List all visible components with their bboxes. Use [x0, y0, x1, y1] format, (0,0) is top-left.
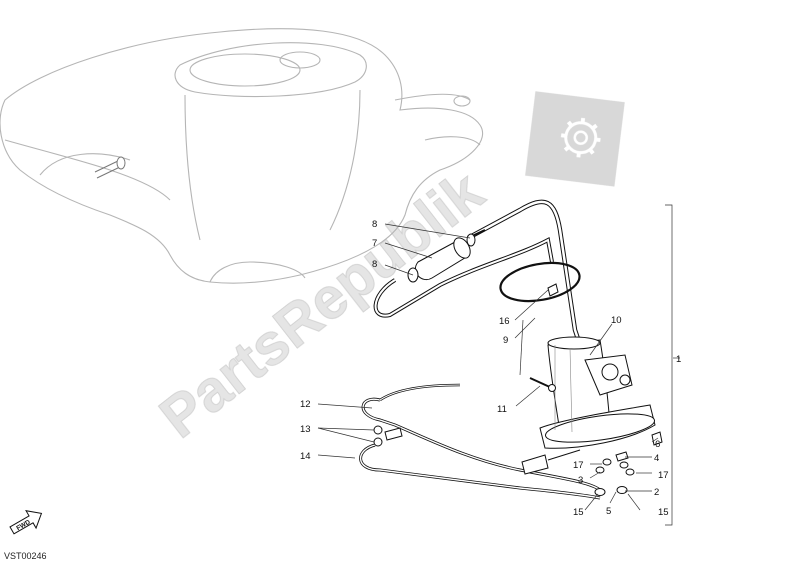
assembly-bracket [665, 204, 673, 526]
leader-lines [317, 223, 680, 511]
callout-labels: 1 2 3 4 5 6 7 8 8 9 10 11 12 13 14 15 15… [300, 219, 681, 518]
callout-6: 6 [655, 439, 660, 450]
callout-3: 3 [578, 475, 583, 486]
callout-5: 5 [606, 506, 611, 517]
gear-icon [525, 91, 625, 187]
callout-8a: 8 [372, 219, 377, 230]
callout-7: 7 [372, 238, 377, 249]
callout-16: 16 [499, 316, 510, 327]
callout-17b: 17 [658, 470, 669, 481]
callout-15b: 15 [658, 507, 669, 518]
callout-10: 10 [611, 315, 622, 326]
callout-4: 4 [654, 453, 659, 464]
fuel-pump-assembly [373, 336, 663, 496]
reference-code: VST00246 [4, 551, 47, 561]
small-clip [547, 283, 559, 297]
callout-14: 14 [300, 451, 311, 462]
arrow-icon: FWD [9, 510, 43, 535]
callout-11: 11 [497, 404, 507, 415]
callout-12: 12 [300, 399, 311, 410]
callout-15a: 15 [573, 507, 584, 518]
retaining-ring [499, 261, 581, 303]
callout-8b: 8 [372, 259, 377, 270]
callout-17a: 17 [573, 460, 584, 471]
callout-2: 2 [654, 487, 659, 498]
callout-9: 9 [503, 335, 508, 346]
callout-13: 13 [300, 424, 311, 435]
fuel-tank [0, 28, 483, 284]
callout-1: 1 [676, 354, 681, 365]
fuel-hoses [359, 199, 601, 500]
watermark-text: PartsRepublik [148, 158, 496, 450]
